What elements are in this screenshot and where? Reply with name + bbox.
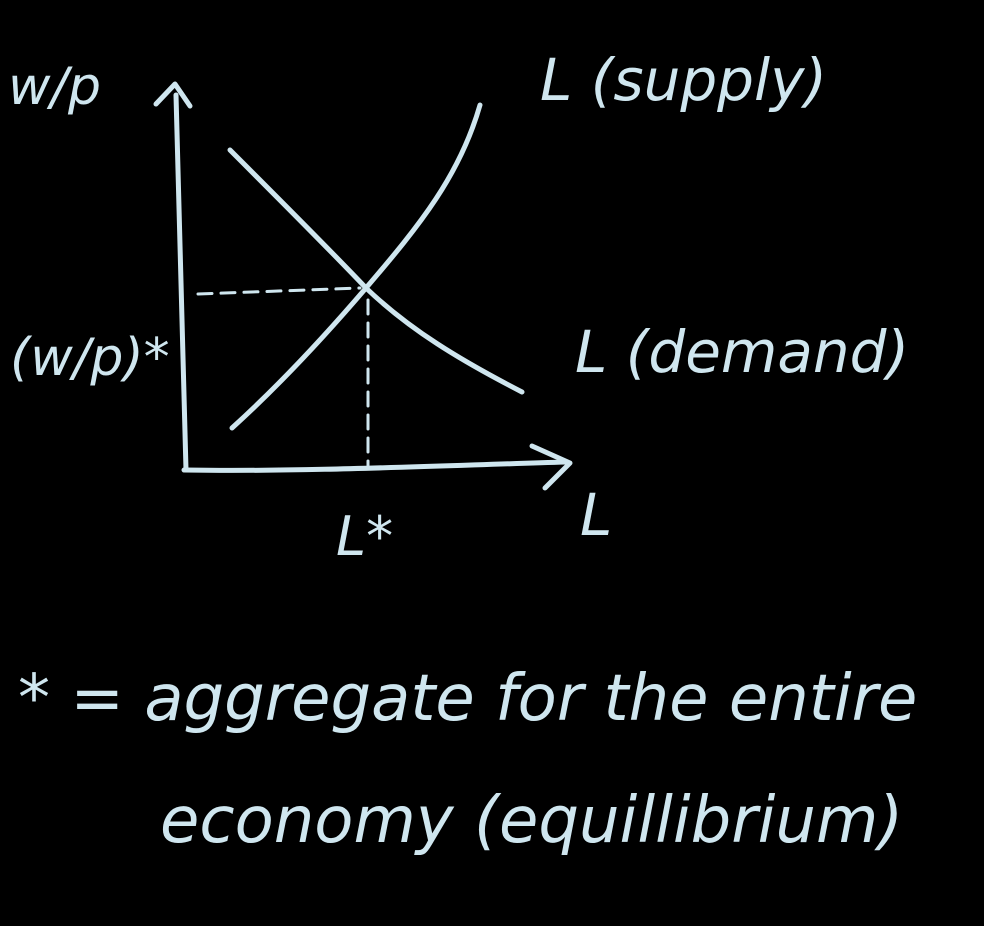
- equilibrium-wage-dashed-line: [196, 286, 362, 296]
- supply-curve: [229, 102, 483, 431]
- equilibrium-labor-label: L*: [336, 505, 393, 568]
- x-axis: [181, 459, 569, 473]
- y-axis-arrowhead: [153, 81, 193, 109]
- footnote-line-2: economy (equillibrium): [160, 784, 903, 858]
- equilibrium-wage-label: (w/p)*: [10, 328, 170, 388]
- supply-curve-label: L (supply): [540, 46, 827, 114]
- y-axis-label: w/p: [8, 57, 101, 117]
- demand-curve: [227, 147, 525, 395]
- demand-curve-label: L (demand): [575, 318, 909, 386]
- x-axis-arrowhead: [529, 443, 573, 491]
- y-axis: [173, 92, 189, 473]
- x-axis-label: L: [580, 481, 612, 549]
- footnote-line-1: * = aggregate for the entire: [18, 662, 917, 736]
